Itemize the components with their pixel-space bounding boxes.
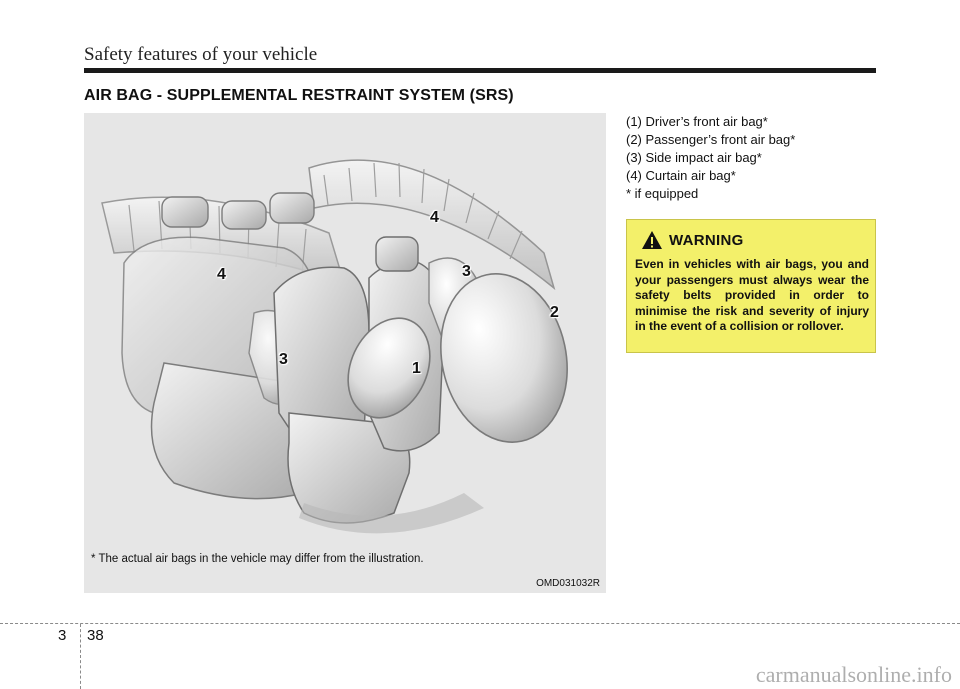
legend-item: (3) Side impact air bag* [626, 150, 762, 165]
header-rule [84, 68, 876, 73]
warning-text: Even in vehicles with air bags, you and … [635, 257, 869, 333]
airbag-drawing [101, 159, 568, 534]
warning-triangle-icon [642, 231, 662, 249]
legend-item: (1) Driver’s front air bag* [626, 114, 768, 129]
warning-box: WARNING Even in vehicles with air bags, … [626, 219, 876, 353]
callout-side-front: 3 [462, 263, 471, 280]
warning-header: WARNING [641, 230, 744, 250]
callout-driver-front: 1 [412, 360, 421, 377]
callout-curtain-right: 4 [430, 209, 439, 226]
footer-divider [80, 624, 81, 689]
running-header: Safety features of your vehicle [84, 44, 318, 65]
warning-title: WARNING [669, 231, 744, 249]
airbag-illustration: 4 4 3 3 2 1 * The actual air bags in the… [84, 113, 606, 593]
page-heading: AIR BAG - SUPPLEMENTAL RESTRAINT SYSTEM … [84, 87, 514, 104]
legend-item: (2) Passenger’s front air bag* [626, 132, 796, 147]
callout-side-rear: 3 [279, 351, 288, 368]
figure-code: OMD031032R [536, 578, 600, 589]
callout-passenger-front: 2 [550, 304, 559, 321]
legend-footnote: * if equipped [626, 186, 699, 201]
callout-curtain-left: 4 [217, 266, 226, 283]
watermark: carmanualsonline.info [755, 662, 952, 687]
airbag-legend: (1) Driver’s front air bag* (2) Passenge… [626, 113, 795, 203]
legend-item: (4) Curtain air bag* [626, 168, 736, 183]
footer-rule [0, 623, 960, 624]
chapter-number: 3 [58, 627, 67, 644]
page-number: 38 [87, 627, 104, 644]
figure-note: * The actual air bags in the vehicle may… [91, 553, 424, 565]
